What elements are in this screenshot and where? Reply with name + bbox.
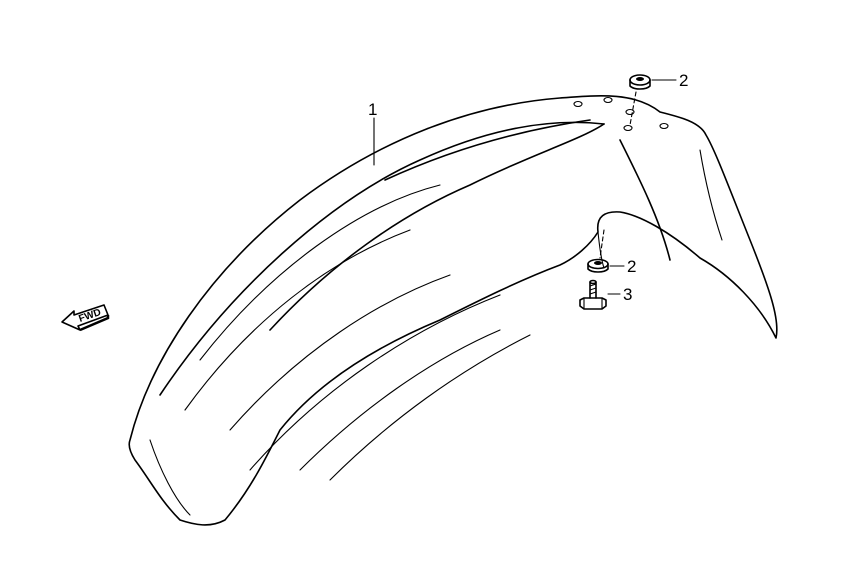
cushion-nut-top: 2 (629, 71, 688, 126)
assembly-line-top (629, 91, 637, 126)
front-fender (128, 95, 778, 526)
forward-arrow-icon: FWD (61, 304, 110, 332)
callout-1-fender: 1 (368, 100, 377, 166)
bolt: 3 (579, 279, 632, 310)
callout-label-1: 1 (368, 100, 377, 119)
callout-label-2-bottom: 2 (627, 257, 636, 276)
callout-label-2-top: 2 (679, 71, 688, 90)
assembly-line-bottom (599, 229, 605, 259)
callout-label-3: 3 (623, 285, 632, 304)
cushion-nut-bottom: 2 (587, 229, 636, 276)
